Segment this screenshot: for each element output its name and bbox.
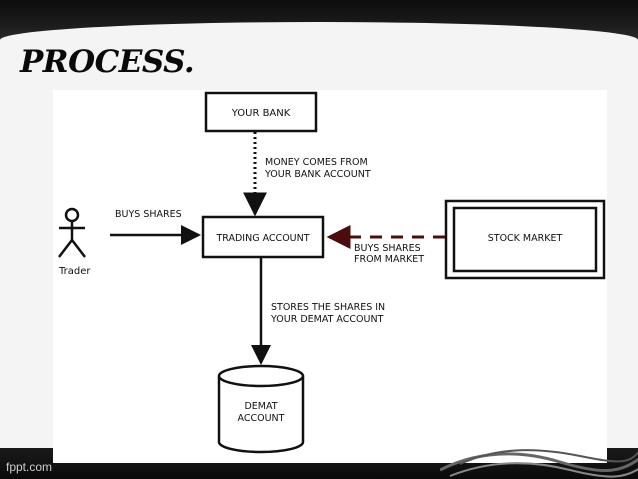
- decorative-swirl: [440, 449, 638, 478]
- trading-account-label: TRADING ACCOUNT: [215, 233, 309, 244]
- stock-market-label: STOCK MARKET: [488, 233, 563, 244]
- money-label-line2: YOUR BANK ACCOUNT: [264, 169, 371, 180]
- trader-icon: [58, 207, 86, 258]
- stock-market-box-inner: [452, 206, 598, 273]
- your-bank-label: YOUR BANK: [231, 108, 291, 119]
- trading-account-box: [201, 215, 325, 259]
- demat-label-line1: DEMAT: [244, 401, 277, 412]
- diagram-panel: YOUR BANK MONEY COMES FROM YOUR BANK ACC…: [53, 90, 607, 463]
- money-label-line1: MONEY COMES FROM: [265, 157, 368, 168]
- your-bank-box: [204, 91, 318, 133]
- demat-account-cylinder: [217, 364, 305, 454]
- stores-label-line2: YOUR DEMAT ACCOUNT: [270, 314, 384, 325]
- demat-label-line2: ACCOUNT: [238, 413, 285, 424]
- footer-text: fppt.com: [6, 460, 53, 474]
- process-diagram: YOUR BANK MONEY COMES FROM YOUR BANK ACC…: [58, 91, 606, 454]
- buys-from-market-line2: FROM MARKET: [354, 254, 424, 265]
- stock-market-box-outer: [444, 199, 606, 280]
- buys-shares-label: BUYS SHARES: [115, 209, 182, 220]
- slide-title: PROCESS.: [20, 44, 195, 80]
- trader-label: Trader: [58, 266, 91, 277]
- buys-from-market-line1: BUYS SHARES: [354, 243, 421, 254]
- stores-label-line1: STORES THE SHARES IN: [271, 302, 385, 313]
